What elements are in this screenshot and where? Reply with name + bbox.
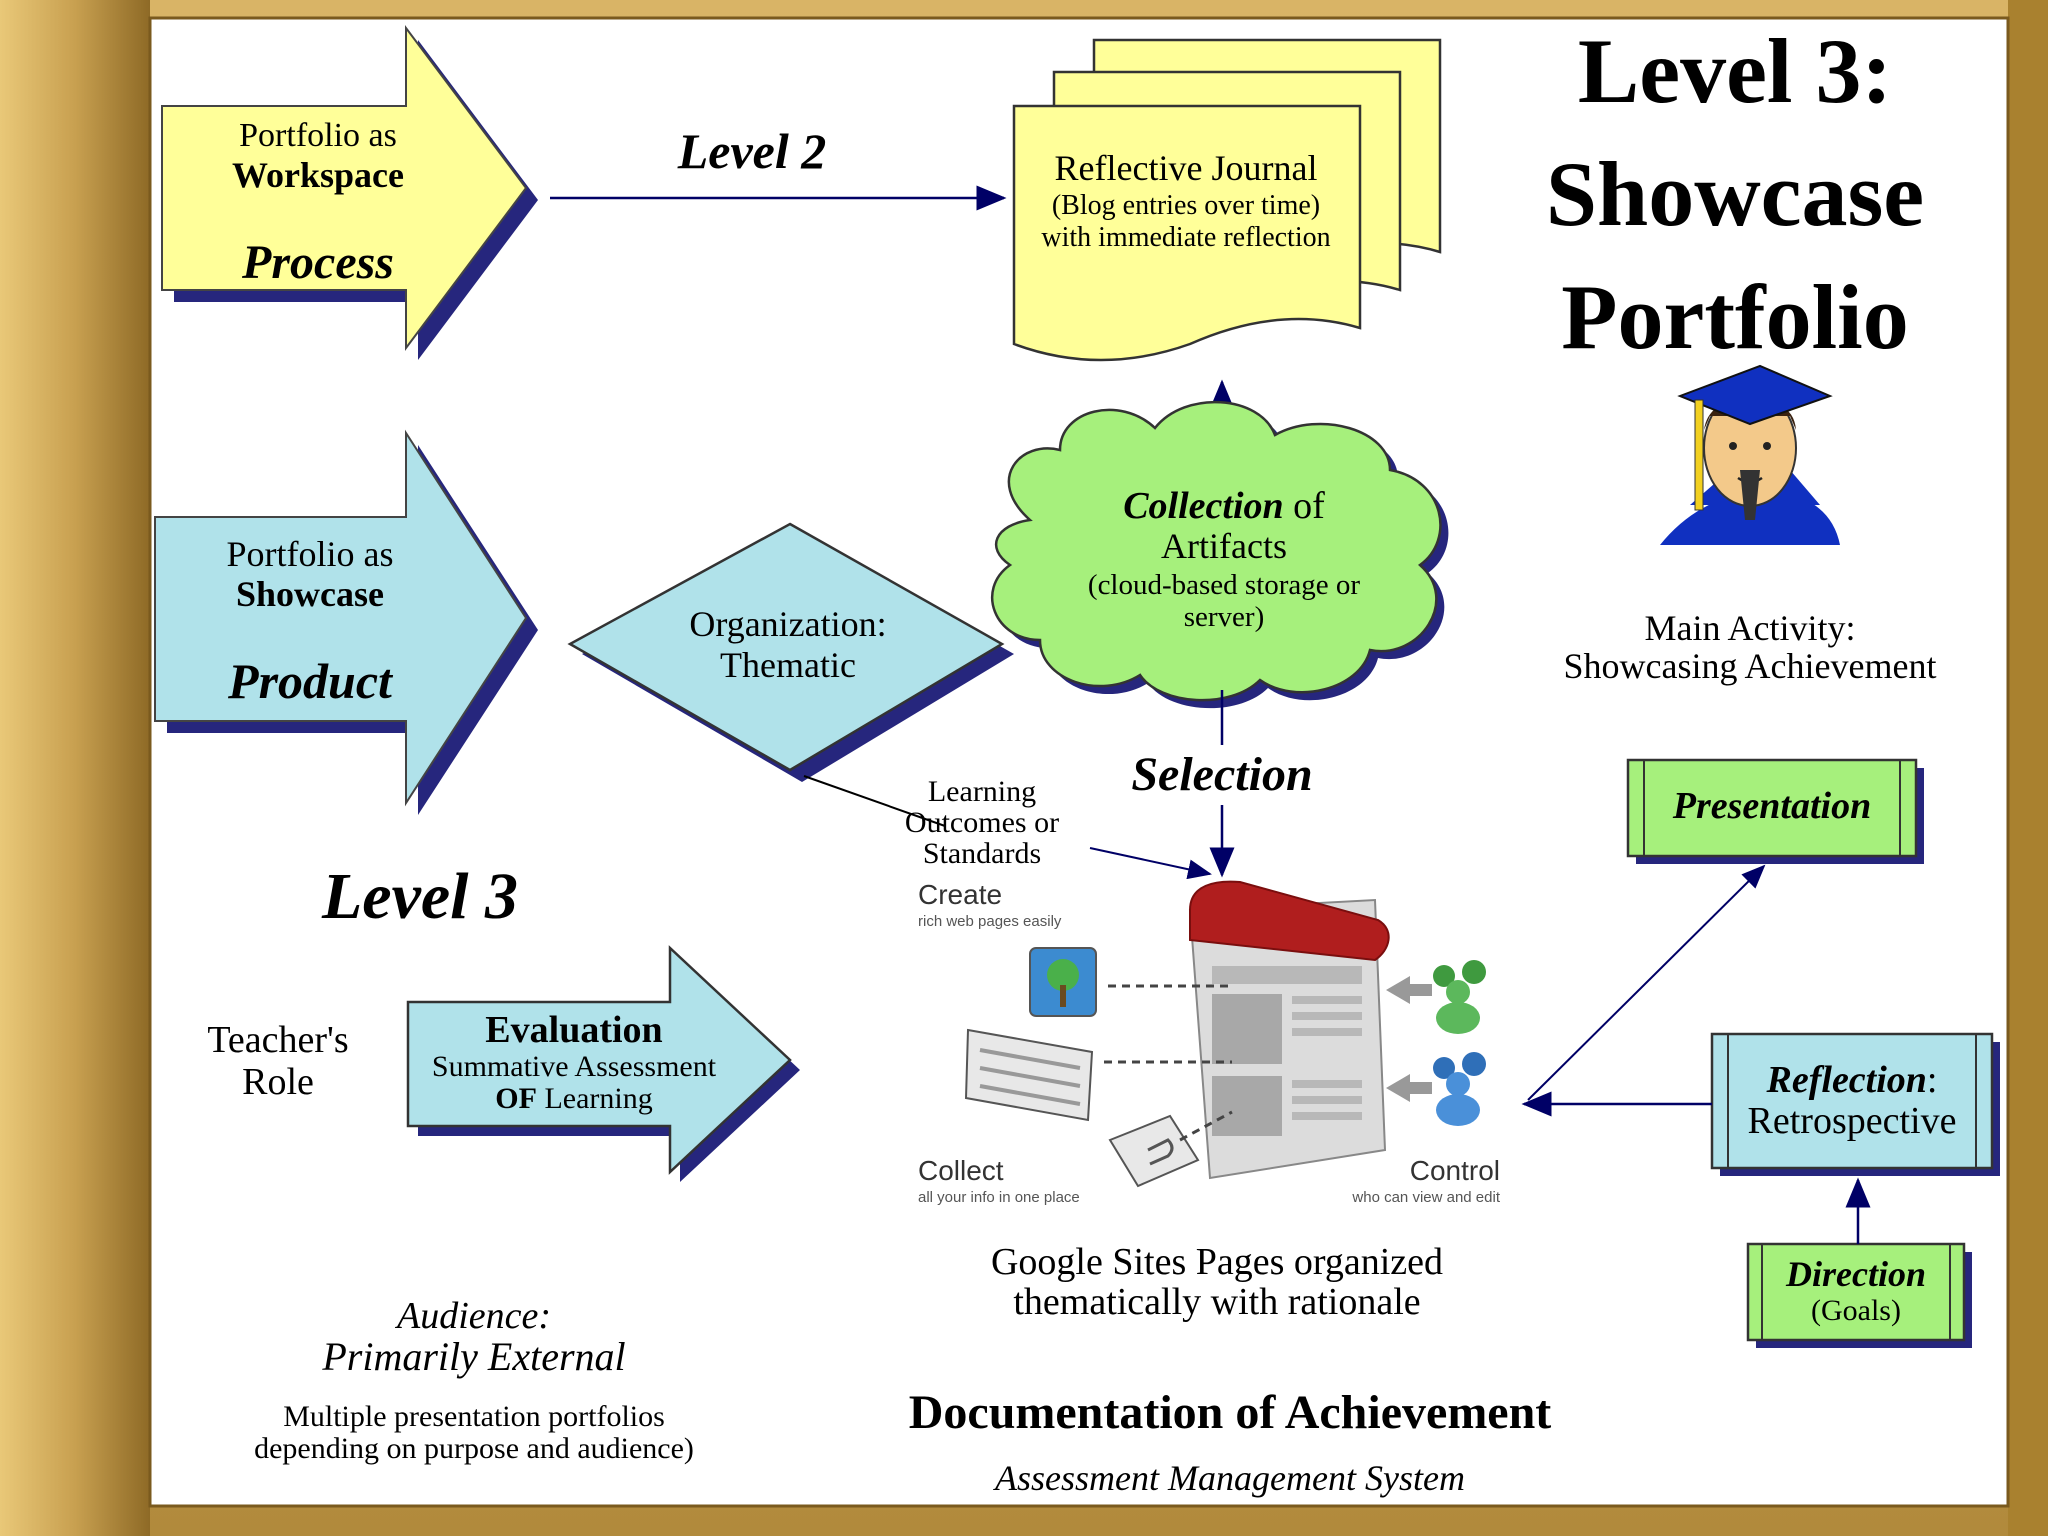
journal-line2: (Blog entries over time) — [1052, 190, 1320, 221]
sites-to-presentation-arrow — [1527, 864, 1766, 1101]
showcase-arrow: Portfolio as Showcase Product — [154, 429, 538, 815]
multiple-line2: depending on purpose and audience) — [254, 1432, 694, 1465]
outcomes-arrow — [1089, 847, 1212, 880]
users-green-icon — [1433, 960, 1486, 1034]
showcase-line3: Product — [227, 653, 394, 709]
outcomes-line3: Standards — [923, 837, 1041, 870]
collection-line3: (cloud-based storage or — [1088, 569, 1361, 601]
workspace-line2: Workspace — [232, 155, 404, 195]
showcase-line2: Showcase — [236, 574, 384, 614]
main-activity-line1: Main Activity: — [1645, 608, 1856, 648]
direction-line2: (Goals) — [1811, 1294, 1901, 1327]
collection-rest: of — [1284, 485, 1326, 527]
collect-label: Collect — [918, 1155, 1004, 1186]
title-line3: Portfolio — [1561, 266, 1908, 368]
showcase-line1: Portfolio as — [227, 534, 394, 574]
level2-label: Level 2 — [677, 123, 827, 179]
multiple-line1: Multiple presentation portfolios — [283, 1400, 665, 1433]
evaluation-line2: Summative Assessment — [432, 1050, 717, 1083]
collection-line2: Artifacts — [1161, 526, 1287, 566]
teacher-role-line2: Role — [242, 1061, 314, 1103]
control-label: Control — [1410, 1155, 1500, 1186]
learning-outcomes: Learning Outcomes or Standards — [905, 775, 1059, 870]
journal-line3: with immediate reflection — [1041, 222, 1330, 253]
workspace-line3: Process — [241, 236, 394, 289]
collect-sub: all your info in one place — [918, 1189, 1080, 1206]
book-spine — [0, 0, 150, 1536]
google-sites-illustration: Create rich web pages easily Collect all… — [918, 879, 1501, 1206]
outcomes-line2: Outcomes or — [905, 806, 1059, 839]
reflection-box: Reflection: Retrospective — [1710, 1032, 2000, 1176]
audience-line2: Primarily External — [321, 1334, 625, 1379]
control-sub: who can view and edit — [1351, 1189, 1500, 1206]
organization-line1: Organization: — [689, 604, 886, 644]
workspace-arrow: Portfolio as Workspace Process — [161, 25, 538, 360]
reflection-line1: Reflection: — [1766, 1059, 1938, 1101]
collection-cloud: Collection of Artifacts (cloud-based sto… — [990, 400, 1449, 709]
ams-label: Assessment Management System — [993, 1458, 1465, 1498]
create-sub: rich web pages easily — [918, 913, 1062, 930]
evaluation-arrow: Evaluation Summative Assessment OF Learn… — [406, 945, 800, 1182]
title-line1: Level 3: — [1578, 20, 1892, 122]
collection-line4: server) — [1184, 601, 1265, 633]
main-activity-line2: Showcasing Achievement — [1564, 646, 1937, 686]
google-caption-line2: thematically with rationale — [1013, 1281, 1420, 1323]
workspace-line1: Portfolio as — [239, 117, 397, 154]
journal-title: Reflective Journal — [1055, 148, 1318, 188]
selection-label: Selection — [1131, 748, 1312, 801]
presentation-box: Presentation — [1626, 758, 1924, 864]
paperclip-icon — [1108, 1114, 1200, 1188]
evaluation-of: OF — [495, 1082, 537, 1115]
evaluation-line1: Evaluation — [485, 1009, 662, 1051]
google-caption-line1: Google Sites Pages organized — [991, 1241, 1443, 1283]
evaluation-learning: Learning — [537, 1082, 653, 1115]
direction-line1: Direction — [1785, 1254, 1926, 1294]
reflection-line2: Retrospective — [1748, 1100, 1957, 1142]
outcomes-line1: Learning — [928, 775, 1036, 808]
collection-line1: Collection of — [1123, 485, 1325, 527]
reflection-bold: Reflection — [1766, 1059, 1927, 1101]
selection-label-bg — [1100, 745, 1332, 805]
graduate-icon — [1660, 364, 1840, 545]
documentation-label: Documentation of Achievement — [909, 1386, 1552, 1439]
users-blue-icon — [1433, 1052, 1486, 1126]
title-line2: Showcase — [1546, 143, 1924, 245]
audience-line1: Audience: — [394, 1295, 551, 1337]
teacher-role-line1: Teacher's — [207, 1019, 348, 1061]
organization-diamond: Organization: Thematic — [567, 522, 1014, 782]
book-edge — [2008, 0, 2048, 1536]
organization-line2: Thematic — [720, 645, 856, 685]
level3-label: Level 3 — [321, 860, 518, 933]
reflective-journal: Reflective Journal (Blog entries over ti… — [1012, 38, 1442, 362]
direction-box: Direction (Goals) — [1746, 1242, 1972, 1348]
evaluation-line3: OF Learning — [495, 1082, 652, 1115]
reflection-rest: : — [1927, 1059, 1938, 1101]
presentation-label: Presentation — [1672, 785, 1871, 827]
diamond-to-outcomes-line — [803, 775, 946, 827]
collection-bold: Collection — [1123, 485, 1283, 527]
create-label: Create — [918, 879, 1002, 910]
page-title: Level 3: Showcase Portfolio — [1546, 20, 1924, 368]
